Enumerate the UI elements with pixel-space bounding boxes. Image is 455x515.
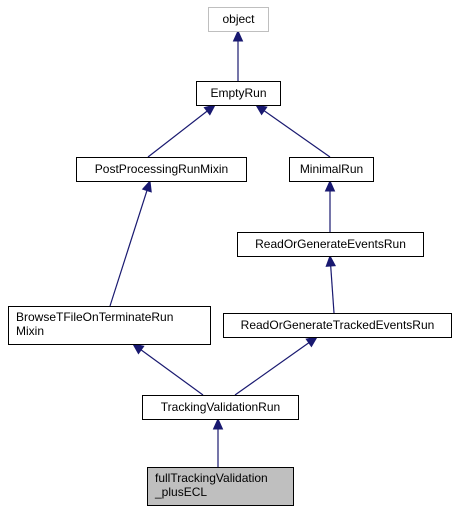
node-label: _plusECL xyxy=(154,485,207,499)
node-label: ReadOrGenerateTrackedEventsRun xyxy=(241,318,435,332)
node-box xyxy=(289,157,374,182)
node-label: BrowseTFileOnTerminateRun xyxy=(16,310,173,324)
node-box xyxy=(223,313,452,338)
edge-line xyxy=(140,349,204,396)
node-box xyxy=(8,306,211,345)
node-box xyxy=(196,81,281,106)
node-fullTrackingValidation_plusECL: fullTrackingValidation_plusECL xyxy=(147,467,294,506)
arrow-head xyxy=(325,254,336,267)
arrow-head xyxy=(305,336,318,348)
edge-TrackingValidationRun-to-BrowseTFileOnTerminateRunMixin xyxy=(132,343,204,396)
node-label: fullTrackingValidation xyxy=(155,471,268,485)
node-EmptyRun[interactable]: EmptyRun xyxy=(196,81,281,106)
node-label: MinimalRun xyxy=(300,162,363,176)
node-object[interactable]: object xyxy=(208,7,269,32)
node-label: ReadOrGenerateEventsRun xyxy=(255,237,406,251)
node-MinimalRun[interactable]: MinimalRun xyxy=(289,157,374,182)
edge-line xyxy=(147,110,208,158)
arrow-head xyxy=(255,104,268,116)
edge-fullTrackingValidation_plusECL-to-TrackingValidationRun xyxy=(212,417,224,467)
arrow-head xyxy=(324,179,336,192)
edge-BrowseTFileOnTerminateRunMixin-to-PostProcessingRunMixin xyxy=(109,179,152,307)
node-ReadOrGenerateTrackedEventsRun[interactable]: ReadOrGenerateTrackedEventsRun xyxy=(223,313,452,338)
arrow-head xyxy=(132,343,145,355)
node-box xyxy=(208,7,269,32)
node-label: object xyxy=(222,12,255,26)
edge-line xyxy=(234,342,310,396)
edge-line xyxy=(263,110,331,158)
node-TrackingValidationRun[interactable]: TrackingValidationRun xyxy=(142,395,299,420)
node-label: PostProcessingRunMixin xyxy=(95,162,228,176)
node-box xyxy=(76,157,247,182)
edge-PostProcessingRunMixin-to-EmptyRun xyxy=(147,104,216,158)
node-box xyxy=(147,467,294,506)
node-label: TrackingValidationRun xyxy=(161,400,280,414)
edge-ReadOrGenerateTrackedEventsRun-to-ReadOrGenerateEventsRun xyxy=(325,254,336,314)
arrow-head xyxy=(212,417,224,430)
node-label: EmptyRun xyxy=(210,86,266,100)
node-ReadOrGenerateEventsRun[interactable]: ReadOrGenerateEventsRun xyxy=(237,232,424,257)
arrow-head xyxy=(203,104,216,116)
edge-line xyxy=(109,190,148,307)
edge-MinimalRun-to-EmptyRun xyxy=(255,104,331,158)
edge-ReadOrGenerateEventsRun-to-MinimalRun xyxy=(324,179,336,232)
edge-EmptyRun-to-object xyxy=(232,29,244,81)
node-box xyxy=(237,232,424,257)
arrow-head xyxy=(141,179,152,193)
node-PostProcessingRunMixin[interactable]: PostProcessingRunMixin xyxy=(76,157,247,182)
edge-TrackingValidationRun-to-ReadOrGenerateTrackedEventsRun xyxy=(234,336,318,396)
edge-line xyxy=(330,265,335,314)
node-label: Mixin xyxy=(16,324,44,338)
node-box xyxy=(142,395,299,420)
arrow-head xyxy=(232,29,244,42)
edges-layer xyxy=(109,29,336,467)
